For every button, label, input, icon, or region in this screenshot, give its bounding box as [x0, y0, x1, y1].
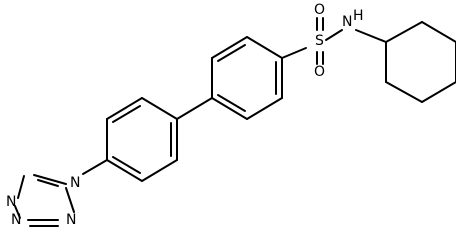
s-n-bond [325, 29, 343, 41]
benzene-bond [141, 159, 178, 182]
tetrazole-bond [65, 187, 75, 213]
benzene-bond [211, 36, 248, 59]
atom-labels: O O S N H N N N N [6, 2, 364, 228]
cyclohexyl-bond [385, 81, 423, 103]
benzene-bond [106, 97, 143, 120]
bonds [14, 17, 456, 227]
benzene-inner-bond [217, 44, 246, 62]
tetrazole-n1-label: N [70, 175, 80, 191]
cyclohexyl-bond [421, 21, 456, 43]
s-aryl-bond [281, 47, 307, 59]
tetrazole-n2-label: N [66, 212, 76, 228]
tetrazole-ring [14, 174, 75, 227]
aryl-tetrazole-bond [82, 159, 108, 175]
sulfur-label: S [315, 33, 324, 49]
benzene-inner-bond [217, 94, 246, 112]
oxygen-top-label: O [314, 2, 325, 18]
benzene-inner-bond [112, 156, 141, 174]
tetrazole-n4-label: N [6, 194, 16, 210]
benzene-bond [246, 97, 283, 120]
cyclohexyl-ring [385, 21, 456, 103]
lower-benzene-ring [106, 97, 178, 182]
tetrazole-bond [17, 175, 25, 199]
upper-benzene-ring [211, 36, 283, 120]
tetrazole-n3-label: N [11, 212, 21, 228]
tetrazole-bond [37, 179, 59, 187]
biaryl-bond [176, 97, 213, 120]
tetrazole-bond [14, 205, 21, 219]
tetrazole-bond [33, 174, 67, 185]
benzene-bond [141, 97, 178, 120]
cyclohexyl-bond [385, 21, 423, 43]
benzene-bond [106, 159, 143, 182]
amine-hydrogen-label: H [353, 8, 364, 24]
amine-nitrogen-label: N [342, 14, 352, 30]
benzene-inner-bond [112, 105, 141, 123]
n-cyclohexyl-bond [355, 29, 387, 43]
benzene-bond [211, 97, 248, 120]
oxygen-bottom-label: O [314, 64, 325, 80]
cyclohexyl-bond [421, 81, 456, 103]
benzene-bond [246, 36, 283, 59]
